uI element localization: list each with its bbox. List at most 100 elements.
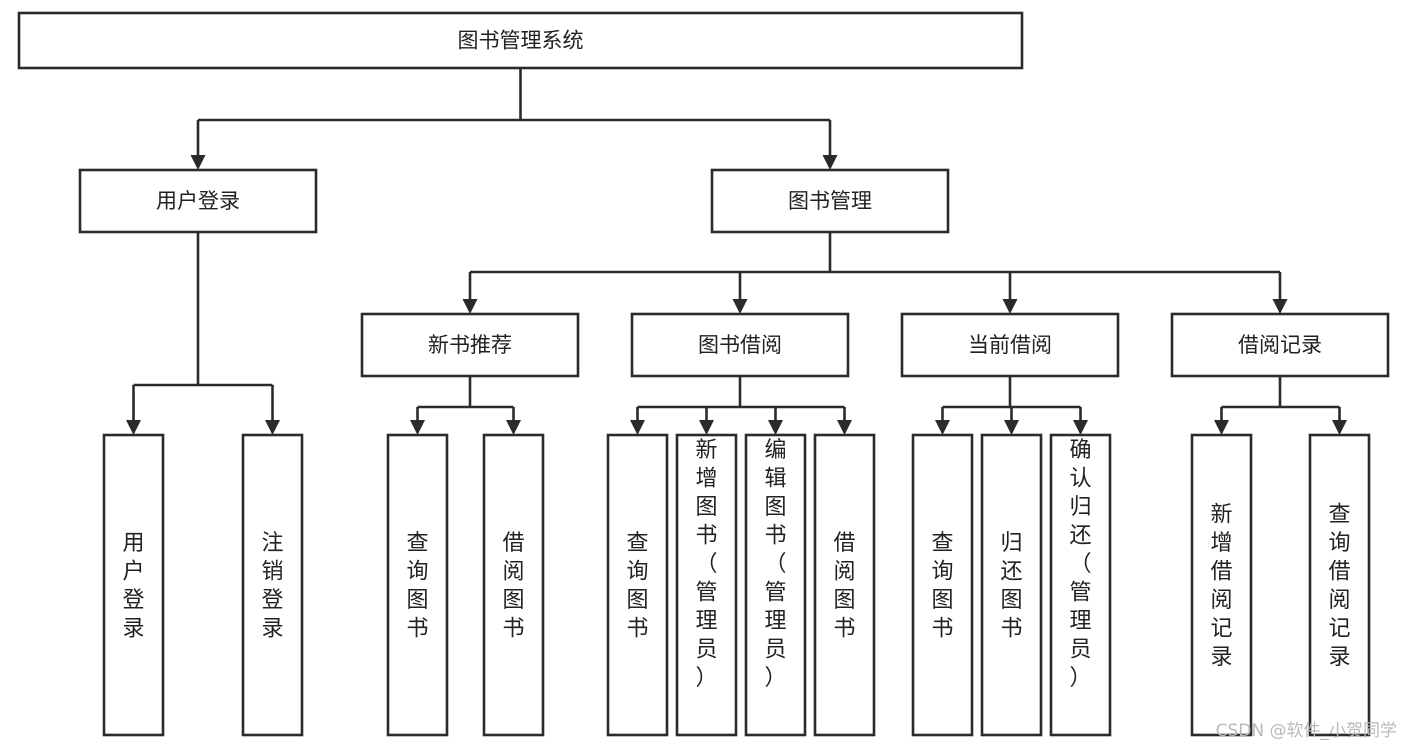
node-user-login[interactable]: 用户登录 bbox=[78, 168, 318, 234]
svg-text:户: 户 bbox=[122, 560, 144, 585]
svg-text:书: 书 bbox=[764, 524, 786, 549]
svg-text:询: 询 bbox=[626, 560, 648, 585]
arrow-icon-borrow-record bbox=[1272, 299, 1288, 314]
arrow-icon-leaf-return-book bbox=[1004, 420, 1019, 435]
svg-text:图: 图 bbox=[502, 588, 524, 613]
svg-text:查: 查 bbox=[626, 531, 648, 556]
svg-text:书: 书 bbox=[931, 617, 953, 642]
node-box-leaf-confirm-return-admin bbox=[1049, 433, 1112, 737]
svg-text:查: 查 bbox=[931, 531, 953, 556]
svg-text:阅: 阅 bbox=[502, 560, 524, 585]
node-label-borrow-record: 借阅记录 bbox=[1238, 333, 1322, 357]
connectors-layer bbox=[126, 68, 1347, 435]
node-label-current-borrow: 当前借阅 bbox=[968, 333, 1052, 357]
node-label-book-borrow: 图书借阅 bbox=[698, 333, 782, 357]
svg-text:图: 图 bbox=[931, 588, 953, 613]
node-new-book-recommend[interactable]: 新书推荐 bbox=[360, 312, 580, 378]
svg-text:录: 录 bbox=[1328, 645, 1350, 670]
node-root[interactable]: 图书管理系统 bbox=[17, 11, 1024, 70]
svg-text:询: 询 bbox=[931, 560, 953, 585]
svg-text:阅: 阅 bbox=[1328, 588, 1350, 613]
node-current-borrow[interactable]: 当前借阅 bbox=[900, 312, 1120, 378]
svg-text:编: 编 bbox=[764, 438, 786, 463]
svg-text:记: 记 bbox=[1210, 617, 1232, 642]
arrow-icon-new-book-recommend bbox=[462, 299, 478, 314]
node-box-leaf-edit-book-admin bbox=[744, 433, 807, 737]
svg-text:借: 借 bbox=[1210, 560, 1232, 585]
svg-text:（: （ bbox=[1069, 552, 1091, 577]
svg-text:登: 登 bbox=[261, 588, 283, 613]
arrow-icon-leaf-edit-book-admin bbox=[768, 420, 783, 435]
svg-text:增: 增 bbox=[695, 467, 717, 492]
svg-text:确: 确 bbox=[1069, 438, 1091, 463]
node-book-management[interactable]: 图书管理 bbox=[710, 168, 950, 234]
node-box-new-book-recommend bbox=[360, 312, 580, 378]
node-box-leaf-add-borrow-record bbox=[1190, 433, 1253, 737]
svg-text:员: 员 bbox=[695, 638, 717, 663]
node-box-leaf-user-logout bbox=[241, 433, 304, 737]
node-box-leaf-borrow-book-2 bbox=[813, 433, 876, 737]
arrow-icon-book-borrow bbox=[732, 299, 748, 314]
svg-text:理: 理 bbox=[1069, 609, 1091, 634]
svg-text:（: （ bbox=[764, 552, 786, 577]
svg-text:记: 记 bbox=[1328, 617, 1350, 642]
node-box-root bbox=[17, 11, 1024, 70]
svg-text:书: 书 bbox=[502, 617, 524, 642]
node-book-borrow[interactable]: 图书借阅 bbox=[630, 312, 850, 378]
svg-text:录: 录 bbox=[1210, 645, 1232, 670]
svg-text:注: 注 bbox=[261, 531, 283, 556]
svg-text:图: 图 bbox=[695, 495, 717, 520]
svg-text:）: ） bbox=[764, 666, 786, 691]
svg-text:询: 询 bbox=[1328, 531, 1350, 556]
arrow-icon-leaf-query-book-1 bbox=[410, 420, 425, 435]
node-box-leaf-add-book-admin bbox=[675, 433, 738, 737]
node-box-borrow-record bbox=[1170, 312, 1390, 378]
arrow-icon-leaf-add-borrow-record bbox=[1214, 420, 1229, 435]
svg-text:图: 图 bbox=[406, 588, 428, 613]
svg-text:书: 书 bbox=[406, 617, 428, 642]
svg-text:借: 借 bbox=[1328, 560, 1350, 585]
svg-text:增: 增 bbox=[1210, 531, 1232, 556]
svg-text:询: 询 bbox=[406, 560, 428, 585]
arrow-icon-leaf-borrow-book-2 bbox=[837, 420, 852, 435]
svg-text:查: 查 bbox=[1328, 503, 1350, 528]
arrow-icon-leaf-user-logout bbox=[265, 420, 280, 435]
svg-text:（: （ bbox=[695, 552, 717, 577]
node-label-new-book-recommend: 新书推荐 bbox=[428, 333, 512, 357]
node-label-leaf-user-login: 用户登录 bbox=[122, 531, 144, 642]
node-box-user-login bbox=[78, 168, 318, 234]
node-borrow-record[interactable]: 借阅记录 bbox=[1170, 312, 1390, 378]
arrow-icon-leaf-confirm-return-admin bbox=[1073, 420, 1088, 435]
svg-text:归: 归 bbox=[1000, 531, 1022, 556]
svg-text:还: 还 bbox=[1000, 560, 1022, 585]
node-leaf-user-login[interactable]: 用户登录 bbox=[102, 433, 165, 737]
node-label-root: 图书管理系统 bbox=[458, 29, 584, 53]
node-label-user-login: 用户登录 bbox=[156, 189, 240, 213]
arrow-icon-leaf-borrow-book-1 bbox=[506, 420, 521, 435]
svg-text:新: 新 bbox=[1210, 503, 1232, 528]
svg-text:员: 员 bbox=[1069, 638, 1091, 663]
nodes-layer: 图书管理系统用户登录图书管理用户登录注销登录新书推荐图书借阅当前借阅借阅记录查询… bbox=[17, 11, 1390, 737]
